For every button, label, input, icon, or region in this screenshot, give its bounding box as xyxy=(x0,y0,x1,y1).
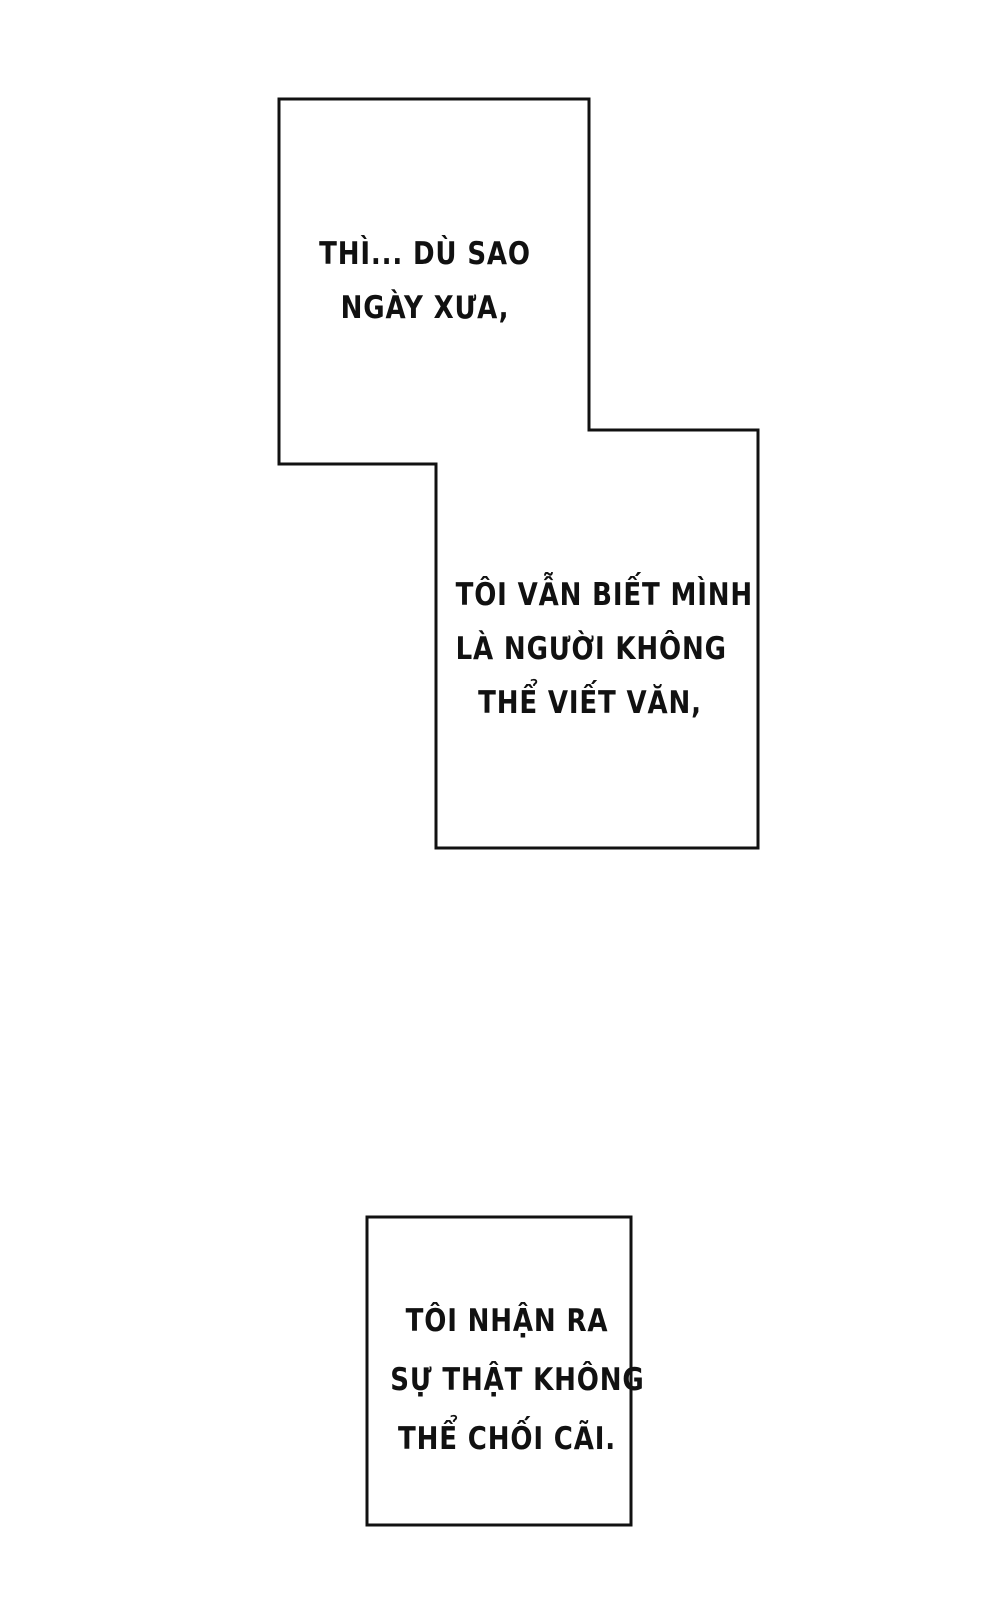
caption-panel-3: TÔI NHẬN RA SỰ THẬT KHÔNG THỂ CHỐI CÃI. xyxy=(390,1292,645,1469)
caption-panel-2: TÔI VẪN BIẾT MÌNH LÀ NGƯỜI KHÔNG THỂ VIẾ… xyxy=(455,568,754,730)
square-panel-border xyxy=(365,1215,633,1527)
caption-line: SỰ THẬT KHÔNG xyxy=(390,1362,645,1398)
caption-line: THỂ VIẾT VĂN, xyxy=(478,685,702,721)
caption-line: THỂ CHỐI CÃI. xyxy=(398,1421,616,1457)
stepped-panel-border xyxy=(277,97,760,850)
caption-line: TÔI NHẬN RA xyxy=(405,1303,609,1339)
caption-line: NGÀY XƯA, xyxy=(340,290,510,326)
caption-panel-1: THÌ... DÙ SAO NGÀY XƯA, xyxy=(312,227,539,335)
caption-line: TÔI VẪN BIẾT MÌNH xyxy=(455,577,754,613)
caption-line: THÌ... DÙ SAO xyxy=(319,236,531,272)
caption-line: LÀ NGƯỜI KHÔNG xyxy=(455,631,727,667)
